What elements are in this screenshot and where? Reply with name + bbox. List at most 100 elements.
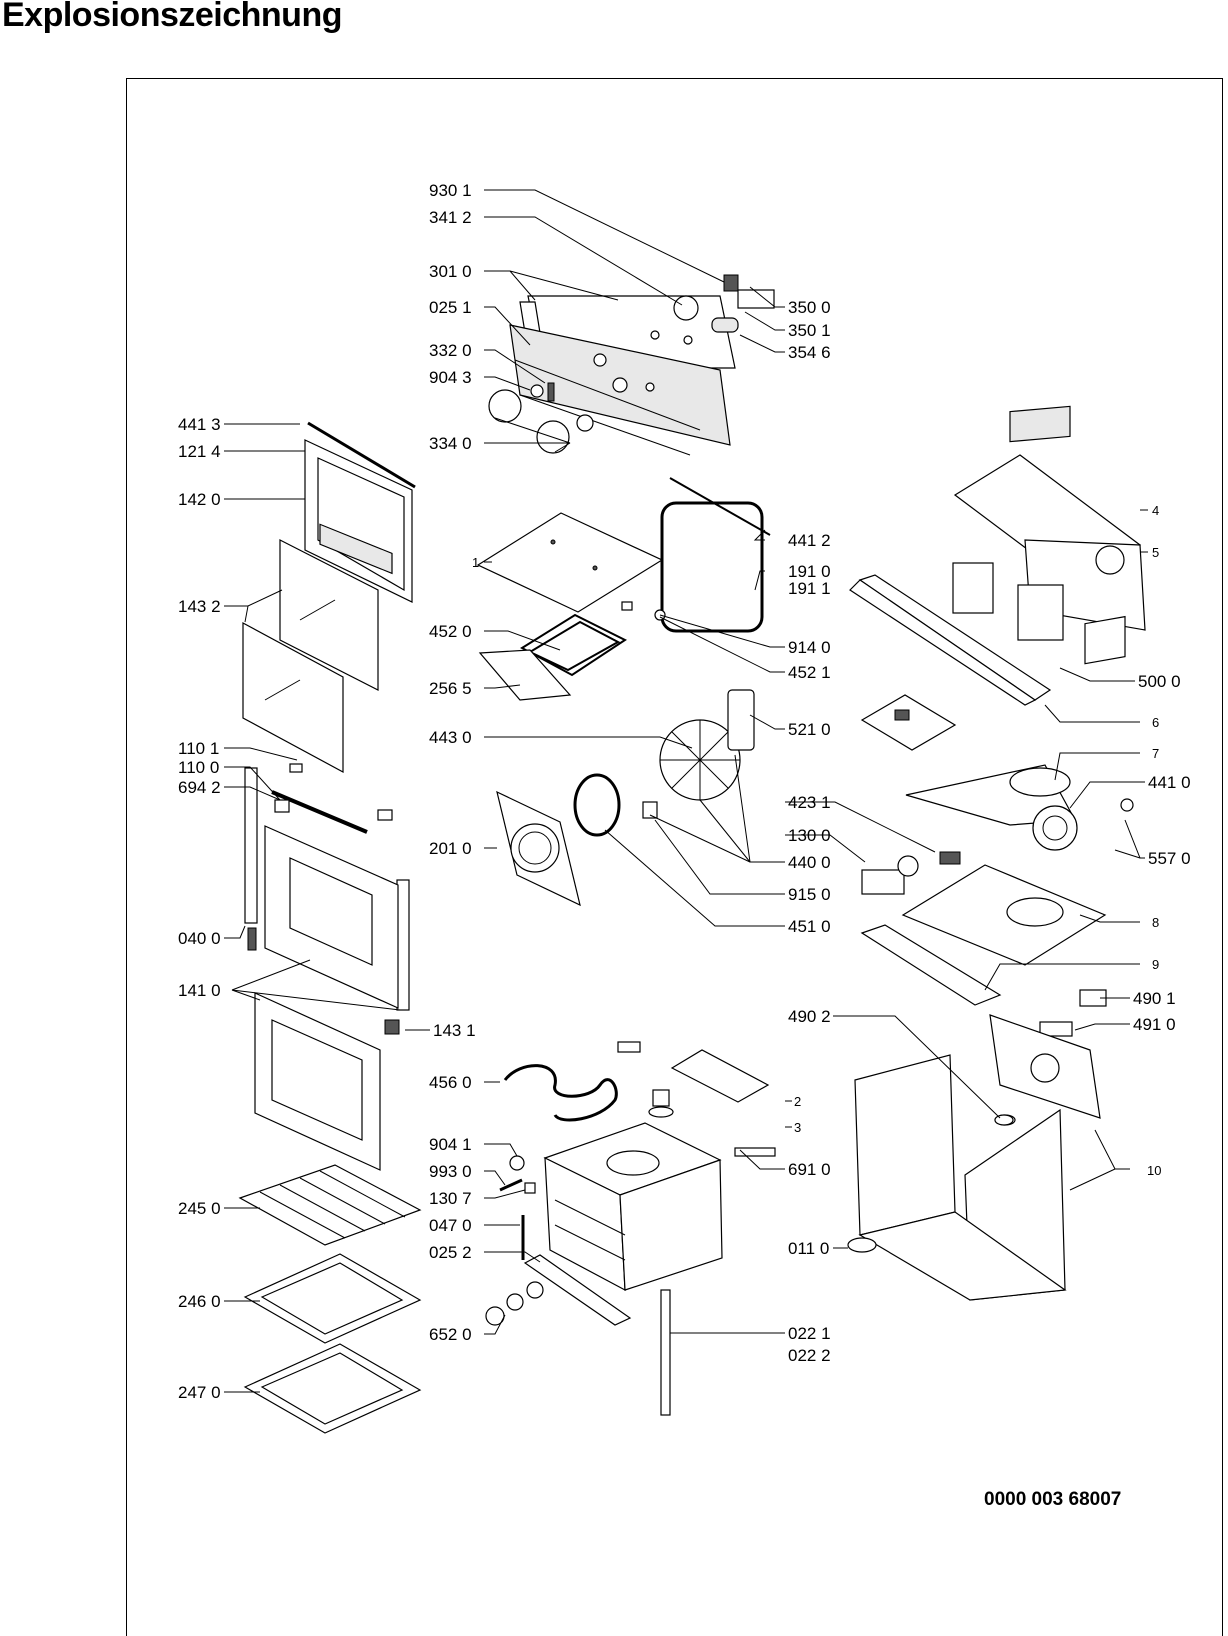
lower-knobs xyxy=(485,1281,544,1326)
callout-354-6: 354 6 xyxy=(788,343,831,362)
callout-143-2: 143 2 xyxy=(178,597,221,616)
callout-490-2: 490 2 xyxy=(788,1007,831,1026)
callout-121-4: 121 4 xyxy=(178,442,221,461)
callout-191-0: 191 0 xyxy=(788,562,831,581)
thermostats xyxy=(1084,615,1134,812)
callout-500-0: 500 0 xyxy=(1138,672,1181,691)
front-frame xyxy=(849,574,1052,706)
callout-9: 9 xyxy=(1152,957,1159,972)
leader-lines xyxy=(224,189,1148,1393)
deep-tray xyxy=(243,1343,422,1434)
bottom-strip xyxy=(860,924,1002,1006)
callout-3: 3 xyxy=(794,1120,801,1135)
callout-10: 10 xyxy=(1147,1163,1161,1178)
callout-334-0: 334 0 xyxy=(429,434,472,453)
callout-915-0: 915 0 xyxy=(788,885,831,904)
callout-labels: 930 1 341 2 301 0 025 1 332 0 904 3 334 … xyxy=(178,181,1191,1402)
baking-tray xyxy=(243,1253,422,1344)
insulation-plate xyxy=(901,864,1107,966)
callout-301-0: 301 0 xyxy=(429,262,472,281)
callout-914-0: 914 0 xyxy=(788,638,831,657)
oven-cavity xyxy=(543,1122,723,1292)
callout-7: 7 xyxy=(1152,746,1159,761)
callout-441-0: 441 0 xyxy=(1148,773,1191,792)
small-fasteners xyxy=(499,1155,536,1260)
outer-casing xyxy=(854,1014,1101,1301)
callout-451-0: 451 0 xyxy=(788,917,831,936)
callout-141-0: 141 0 xyxy=(178,981,221,1000)
convection-fan xyxy=(659,689,755,801)
callout-142-0: 142 0 xyxy=(178,490,221,509)
door-hinge-rod xyxy=(271,763,393,834)
callout-1: 1 xyxy=(472,555,479,570)
callout-130-0: 130 0 xyxy=(788,826,831,845)
callout-452-1: 452 1 xyxy=(788,663,831,682)
terminal-block xyxy=(1039,1021,1073,1037)
door-catch xyxy=(734,1147,776,1157)
bottom-trim-strip xyxy=(523,1254,632,1326)
side-rail xyxy=(660,1289,671,1416)
panel-electronics xyxy=(673,274,775,333)
callout-191-1: 191 1 xyxy=(788,579,831,598)
callout-5: 5 xyxy=(1152,545,1159,560)
callout-341-2: 341 2 xyxy=(429,208,472,227)
callout-246-0: 246 0 xyxy=(178,1292,221,1311)
callout-247-0: 247 0 xyxy=(178,1383,221,1402)
callout-332-0: 332 0 xyxy=(429,341,472,360)
callout-441-3: 441 3 xyxy=(178,415,221,434)
callout-130-7: 130 7 xyxy=(429,1189,472,1208)
callout-110-1: 110 1 xyxy=(178,739,219,758)
document-number: 0000 003 68007 xyxy=(984,1489,1122,1510)
callout-652-0: 652 0 xyxy=(429,1325,472,1344)
power-module xyxy=(952,562,1064,641)
cooling-fan xyxy=(1032,805,1078,851)
door-front-glass xyxy=(254,992,381,1171)
fan-hub xyxy=(642,801,658,819)
door-outer-assembly xyxy=(244,767,410,1035)
callout-993-0: 993 0 xyxy=(429,1162,472,1181)
callout-452-0: 452 0 xyxy=(429,622,472,641)
callout-691-0: 691 0 xyxy=(788,1160,831,1179)
callout-490-1: 490 1 xyxy=(1133,989,1176,1008)
callout-2: 2 xyxy=(794,1094,801,1109)
callout-040-0: 040 0 xyxy=(178,929,221,948)
callout-245-0: 245 0 xyxy=(178,1199,221,1218)
callout-025-2: 025 2 xyxy=(429,1243,472,1262)
callout-4: 4 xyxy=(1152,503,1159,518)
callout-557-0: 557 0 xyxy=(1148,849,1191,868)
door-inner-frame xyxy=(304,421,416,603)
callout-441-2: 441 2 xyxy=(788,531,831,550)
callout-930-1: 930 1 xyxy=(429,181,472,200)
callout-904-1: 904 1 xyxy=(429,1135,472,1154)
callout-025-1: 025 1 xyxy=(429,298,472,317)
element-bracket xyxy=(670,1049,770,1103)
wire-rack xyxy=(238,1164,422,1246)
oven-lamp xyxy=(648,1089,674,1118)
callout-904-3: 904 3 xyxy=(429,368,472,387)
callout-443-0: 443 0 xyxy=(429,728,472,747)
callout-011-0: 011 0 xyxy=(788,1239,829,1258)
callout-8: 8 xyxy=(1152,915,1159,930)
callout-423-1: 423 1 xyxy=(788,793,831,812)
air-guide-plate xyxy=(905,764,1076,826)
glass-panes xyxy=(242,539,379,774)
callout-047-0: 047 0 xyxy=(429,1216,472,1235)
callout-143-1: 143 1 xyxy=(433,1021,476,1040)
callout-022-1: 022 1 xyxy=(788,1324,831,1343)
callout-6: 6 xyxy=(1152,715,1159,730)
callout-694-2: 694 2 xyxy=(178,778,221,797)
bottom-heating-element xyxy=(503,1041,641,1122)
diagram-frame xyxy=(126,78,1223,1636)
callout-440-0: 440 0 xyxy=(788,853,831,872)
page-title: Explosionszeichnung xyxy=(2,0,342,34)
callout-022-2: 022 2 xyxy=(788,1346,831,1365)
fan-cover xyxy=(496,790,581,907)
callout-256-5: 256 5 xyxy=(429,679,472,698)
callout-201-0: 201 0 xyxy=(429,839,472,858)
ring-heating-element xyxy=(573,773,621,837)
timer-relay xyxy=(861,851,961,895)
callout-456-0: 456 0 xyxy=(429,1073,472,1092)
callout-110-0: 110 0 xyxy=(178,758,219,777)
control-panel xyxy=(509,295,736,456)
